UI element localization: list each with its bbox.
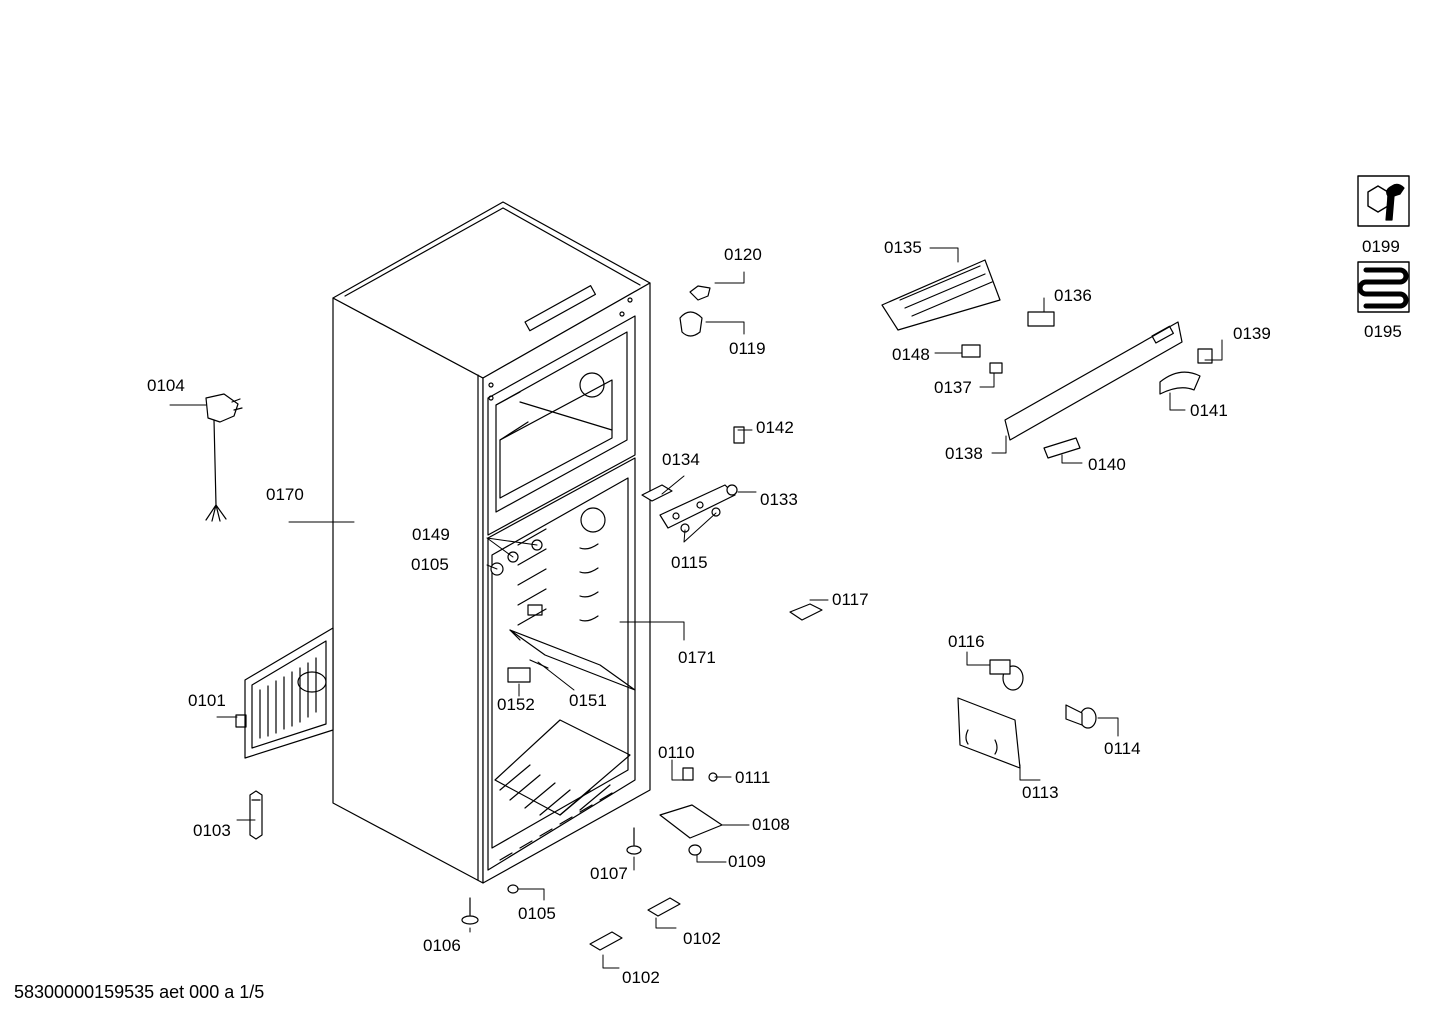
part-label-0142: 0141 (1190, 401, 1228, 420)
part-label-0170: 0170 (266, 485, 304, 504)
part-label-0137: 0137 (934, 378, 972, 397)
part-label-0110: 0110 (658, 743, 695, 762)
part-label-0120: 0120 (724, 245, 762, 264)
part-label-0107: 0107 (590, 864, 628, 883)
part-label-0135: 0135 (884, 238, 922, 257)
part-label-0117: 0117 (832, 590, 869, 609)
part-label-0105-b: 0105 (518, 904, 556, 923)
coil-icon (1357, 261, 1410, 313)
part-label-0141: 0140 (1088, 455, 1126, 474)
document-id: 58300000159535 aet 000 a 1/5 (14, 982, 265, 1002)
part-label-0149: 0149 (412, 525, 450, 544)
part-label-0111: 0111 (735, 768, 771, 787)
legend-label-0195: 0195 (1364, 322, 1402, 341)
part-label-0102-a: 0102 (683, 929, 721, 948)
part-label-0115: 0115 (671, 553, 708, 572)
part-label-0140: 0142 (756, 418, 794, 437)
part-label-0138: 0138 (945, 444, 983, 463)
compressor-cover (235, 627, 334, 759)
part-label-0148: 0148 (892, 345, 930, 364)
legend-label-0199: 0199 (1362, 237, 1400, 256)
part-label-0101: 0101 (188, 691, 226, 710)
part-label-0171: 0171 (678, 648, 716, 667)
part-label-0106: 0106 (423, 936, 461, 955)
leader-lines (169, 247, 1223, 969)
power-cord (205, 393, 243, 522)
part-label-0136: 0136 (1054, 286, 1092, 305)
part-label-0105-a: 0105 (411, 555, 449, 574)
part-label-0116: 0116 (948, 632, 985, 651)
small-parts (249, 259, 1213, 951)
wrench-nut-icon (1357, 175, 1410, 227)
part-label-0139: 0139 (1233, 324, 1271, 343)
part-label-0152: 0152 (497, 695, 535, 714)
part-label-0119: 0119 (729, 339, 766, 358)
part-label-0104: 0104 (147, 376, 185, 395)
part-label-0113: 0113 (1022, 783, 1059, 802)
part-label-0109: 0109 (728, 852, 766, 871)
cabinet-body (332, 201, 651, 884)
part-label-0133: 0133 (760, 490, 798, 509)
part-label-0102-b: 0102 (622, 968, 660, 987)
part-label-0103: 0103 (193, 821, 231, 840)
part-label-0108: 0108 (752, 815, 790, 834)
part-label-0151: 0151 (569, 691, 607, 710)
part-label-0134: 0134 (662, 450, 700, 469)
part-label-0114: 0114 (1104, 739, 1141, 758)
